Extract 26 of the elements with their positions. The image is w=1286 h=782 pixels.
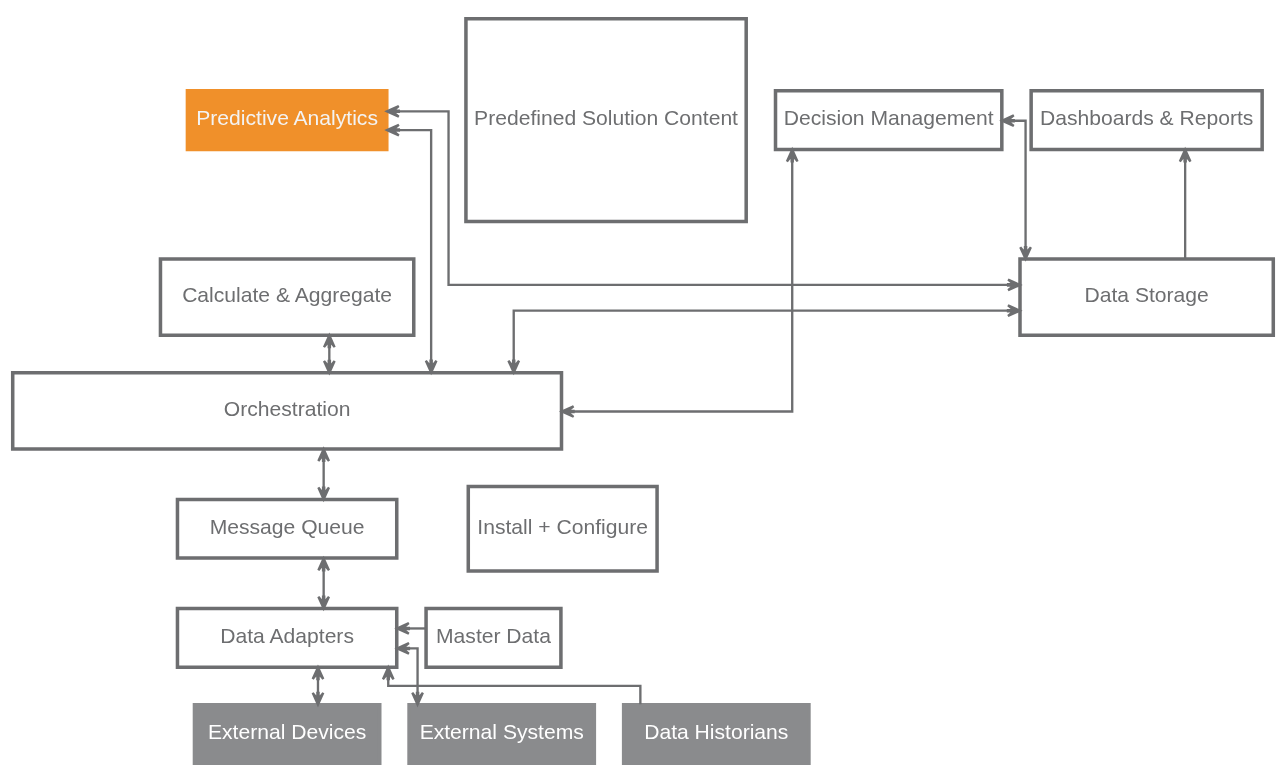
- node-box: Install + Configure: [466, 484, 659, 573]
- arrow: [385, 123, 438, 374]
- arrow: [1000, 114, 1033, 261]
- arrow: [385, 104, 1021, 292]
- node-box: Message Queue: [175, 497, 399, 560]
- arrow: [1178, 148, 1192, 259]
- node-box: Predefined Solution Content: [464, 16, 748, 224]
- arrow: [322, 334, 336, 374]
- node-box: Data Historians: [621, 702, 811, 766]
- arrow: [311, 666, 325, 706]
- arrow: [317, 448, 331, 501]
- arrow: [396, 641, 424, 706]
- node-box: Calculate & Aggregate: [158, 257, 416, 338]
- node-box: Data Storage: [1018, 257, 1276, 338]
- node-box: Predictive Analytics: [185, 89, 389, 152]
- node-box: External Devices: [192, 702, 382, 766]
- node-box: Master Data: [424, 606, 563, 669]
- arrow: [395, 622, 426, 635]
- node-box: Data Adapters: [175, 606, 399, 669]
- node-box: Dashboards & Reports: [1029, 89, 1264, 152]
- arrow: [560, 148, 799, 418]
- arrow: [317, 557, 331, 610]
- node-box: Decision Management: [773, 89, 1004, 152]
- node-box: External Systems: [407, 702, 597, 766]
- arrow: [507, 304, 1021, 374]
- node-box: Orchestration: [10, 371, 564, 451]
